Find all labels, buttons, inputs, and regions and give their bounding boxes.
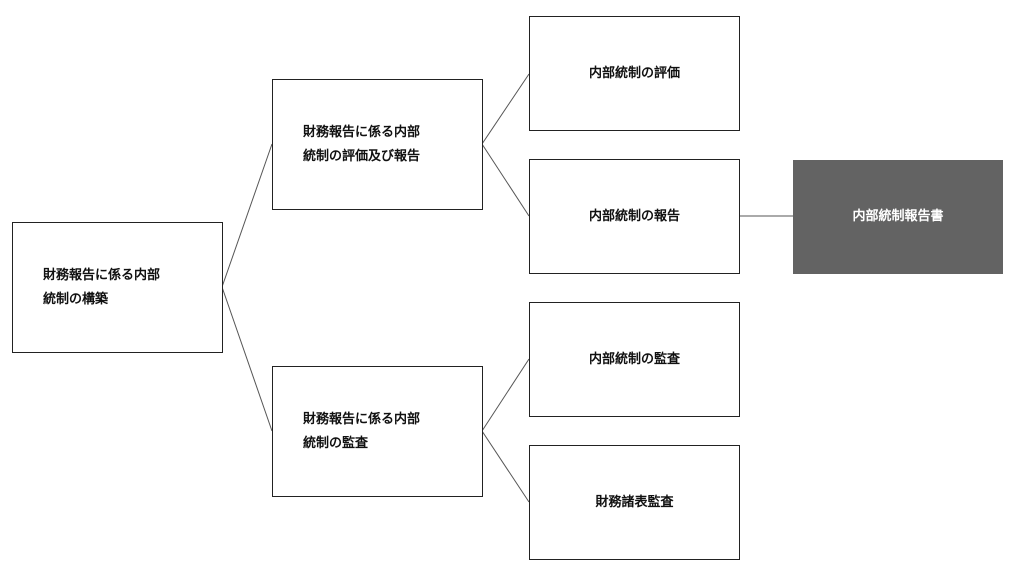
node-ic-report-document: 内部統制報告書 xyxy=(793,160,1003,274)
node-financial-statement-audit: 財務諸表監査 xyxy=(529,445,740,560)
node-ic-audit: 内部統制の監査 xyxy=(529,302,740,417)
node-ic-evaluation: 内部統制の評価 xyxy=(529,16,740,131)
connector-audit-to-ic-audit xyxy=(481,358,530,432)
node-ic-evaluation-and-reporting: 財務報告に係る内部 統制の評価及び報告 xyxy=(272,79,483,210)
connector-evaluation-reporting-to-ic-evaluation xyxy=(481,73,530,145)
connector-root-to-evaluation-reporting xyxy=(221,143,273,288)
node-ic-reporting: 内部統制の報告 xyxy=(529,159,740,274)
node-root-ic-establishment: 財務報告に係る内部 統制の構築 xyxy=(12,222,223,353)
connector-audit-to-financial-statement-audit xyxy=(481,430,530,503)
node-ic-audit-group: 財務報告に係る内部 統制の監査 xyxy=(272,366,483,497)
node-audit-label: 財務報告に係る内部 統制の監査 xyxy=(303,411,421,451)
node-ic-reporting-label: 内部統制の報告 xyxy=(588,208,680,224)
connector-evaluation-reporting-to-ic-reporting xyxy=(481,143,530,217)
node-evaluation-reporting-label: 財務報告に係る内部 統制の評価及び報告 xyxy=(303,124,421,164)
node-ic-audit-label: 内部統制の監査 xyxy=(588,351,680,367)
node-root-label: 財務報告に係る内部 統制の構築 xyxy=(43,267,161,307)
node-ic-evaluation-label: 内部統制の評価 xyxy=(588,65,680,81)
node-ic-report-document-label: 内部統制報告書 xyxy=(852,209,944,224)
connector-root-to-audit xyxy=(221,286,273,432)
node-financial-statement-audit-label: 財務諸表監査 xyxy=(595,494,674,510)
